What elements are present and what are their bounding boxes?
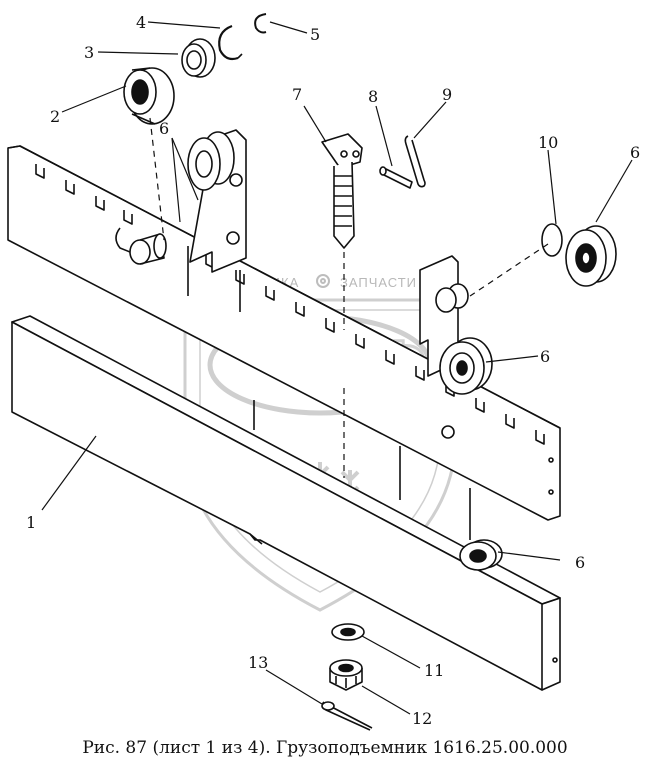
lever-bolt-7	[321, 133, 363, 249]
pin-8	[379, 166, 413, 189]
assembly-lines	[149, 117, 549, 478]
label-1: 1	[26, 513, 36, 532]
label-7: 7	[292, 85, 302, 104]
bottom-roller	[459, 539, 503, 571]
label-4: 4	[136, 13, 146, 32]
lower-beam	[11, 315, 561, 691]
label-2: 2	[50, 107, 60, 126]
upper-rack	[7, 145, 561, 540]
label-3: 3	[84, 43, 94, 62]
part-labels: 1 2 3 4 5 6 6 6 6 7 8 9 10 11 12 13	[26, 13, 640, 728]
label-13: 13	[248, 653, 268, 672]
cotter-pin-13	[321, 701, 373, 731]
label-6c: 6	[540, 347, 550, 366]
watermark-right-text: ЗАПЧАСТИ	[340, 275, 417, 290]
bearing-3	[181, 38, 216, 78]
leader-lines	[41, 21, 633, 715]
label-6d: 6	[575, 553, 585, 572]
snap-ring-4	[218, 24, 243, 61]
right-bracket	[419, 255, 493, 395]
castle-nut-12	[329, 659, 363, 691]
label-5: 5	[310, 25, 320, 44]
label-6b: 6	[630, 143, 640, 162]
left-bracket	[115, 129, 247, 273]
axle-stub	[115, 227, 167, 265]
washer-10	[541, 223, 563, 257]
bearing-6-right	[565, 225, 617, 287]
right-roller	[439, 337, 493, 395]
label-6a: 6	[159, 119, 169, 138]
watermark-gear-icon	[316, 274, 330, 288]
bearing-2	[123, 67, 175, 125]
label-9: 9	[442, 85, 452, 104]
cotter-pin-9	[404, 135, 426, 188]
left-roller	[187, 131, 235, 191]
label-12: 12	[412, 709, 432, 728]
retaining-ring-5	[254, 13, 267, 34]
label-11: 11	[424, 661, 444, 680]
washer-11	[331, 623, 365, 641]
figure-caption: Рис. 87 (лист 1 из 4). Грузоподъемник 16…	[82, 738, 568, 758]
label-8: 8	[368, 87, 378, 106]
label-10: 10	[538, 133, 558, 152]
